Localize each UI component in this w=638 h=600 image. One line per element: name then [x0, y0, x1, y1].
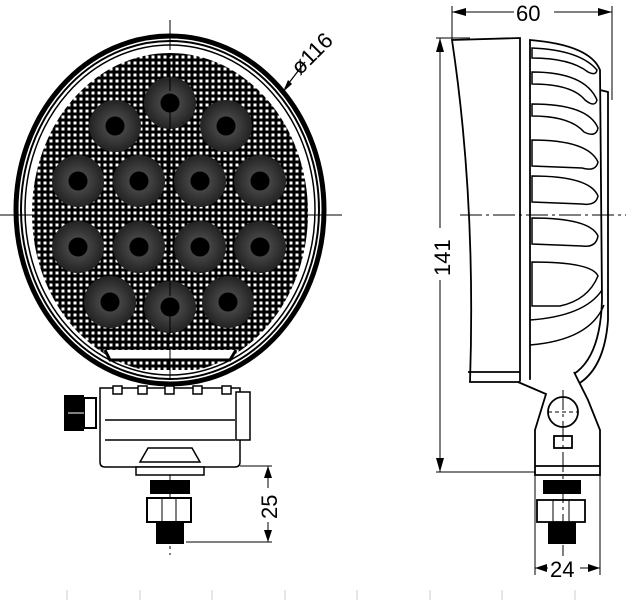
depth-label: 60	[516, 1, 540, 26]
mount-bracket	[99, 385, 251, 476]
diameter-label: ø116	[286, 28, 338, 80]
led-icon	[113, 221, 165, 273]
led-array	[52, 77, 286, 333]
led-icon	[52, 155, 104, 207]
side-mounting-stud	[536, 480, 586, 544]
front-view: ø116 25	[0, 20, 342, 555]
stud-length-label: 25	[257, 495, 282, 519]
height-dimension: 141	[428, 37, 536, 473]
side-bolt	[64, 395, 97, 431]
led-icon	[174, 155, 226, 207]
led-icon	[89, 100, 141, 152]
led-icon	[234, 155, 286, 207]
mounting-stud	[146, 480, 192, 544]
led-icon	[52, 221, 104, 273]
led-icon	[113, 155, 165, 207]
height-label: 141	[430, 239, 455, 276]
led-icon	[202, 276, 254, 328]
side-view	[450, 37, 626, 560]
led-icon	[234, 221, 286, 273]
led-icon	[174, 221, 226, 273]
bracket-width-label: 24	[550, 557, 574, 582]
led-icon	[200, 100, 252, 152]
cooling-fins	[529, 47, 605, 346]
bottom-ruler-ticks	[66, 590, 576, 600]
diameter-dimension: ø116	[283, 28, 338, 92]
stud-length-dimension: 25	[186, 465, 282, 543]
bracket-width-dimension: 24	[534, 475, 601, 582]
depth-dimension: 60	[451, 0, 613, 100]
led-icon	[84, 276, 136, 328]
